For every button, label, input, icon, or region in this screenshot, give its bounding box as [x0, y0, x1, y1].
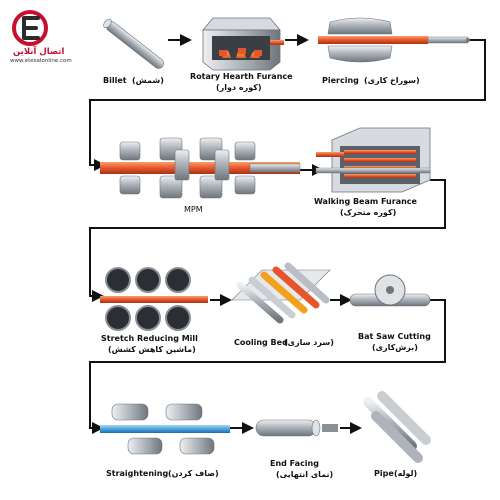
step-label-straightening: Straightening [106, 469, 169, 478]
step-label-walking: Walking Beam Furance [314, 197, 417, 206]
step-sublabel-cooling: (سرد سازی) [284, 338, 334, 347]
logo-icon [12, 10, 48, 46]
stretch-mill-graphic [100, 267, 208, 331]
end-facing-graphic [255, 419, 338, 437]
step-label-rotary: Rotary Hearth Furance [190, 72, 293, 81]
step-label-saw: Bat Saw Cutting [358, 332, 431, 341]
step-sublabel-piercing: (سوراخ کاری) [364, 76, 420, 85]
logo-url: www.etesalonline.com [10, 58, 72, 64]
step-label-pipe: Pipe [374, 469, 394, 478]
step-sublabel-straightening: (صاف کردن) [168, 469, 219, 478]
step-sublabel-saw: (برش‌کاری) [372, 343, 418, 352]
step-sublabel-pipe: (لوله) [394, 469, 418, 478]
mpm-graphic [100, 137, 301, 199]
rotary-furnace-graphic [202, 17, 284, 71]
step-sublabel-facing: (نمای انتهایی) [276, 470, 334, 479]
step-label-piercing: Piercing [322, 76, 359, 85]
step-sublabel-walking: (کوره متحرک) [340, 208, 397, 217]
step-sublabel-rotary: (کوره دوار) [216, 83, 262, 92]
logo-name: اتصال آنلاین [13, 47, 65, 57]
step-label-billet: Billet [103, 76, 127, 85]
step-label-cooling: Cooling Bed [234, 338, 288, 347]
step-label-facing: End Facing [270, 459, 319, 468]
step-sublabel-billet: (شمش) [132, 76, 164, 85]
saw-cutting-graphic [349, 274, 431, 307]
walking-beam-graphic [315, 127, 431, 193]
billet-graphic [103, 18, 164, 69]
step-label-mpm: MPM [184, 205, 203, 214]
piercing-graphic [318, 17, 470, 63]
pipe-graphic [363, 391, 431, 463]
step-sublabel-stretch: (ماشین کاهش کشش) [108, 345, 196, 354]
cooling-bed-graphic [231, 262, 331, 324]
step-label-stretch: Stretch Reducing Mill [101, 334, 198, 343]
straightening-graphic [100, 403, 230, 455]
flow-lines [89, 34, 486, 434]
